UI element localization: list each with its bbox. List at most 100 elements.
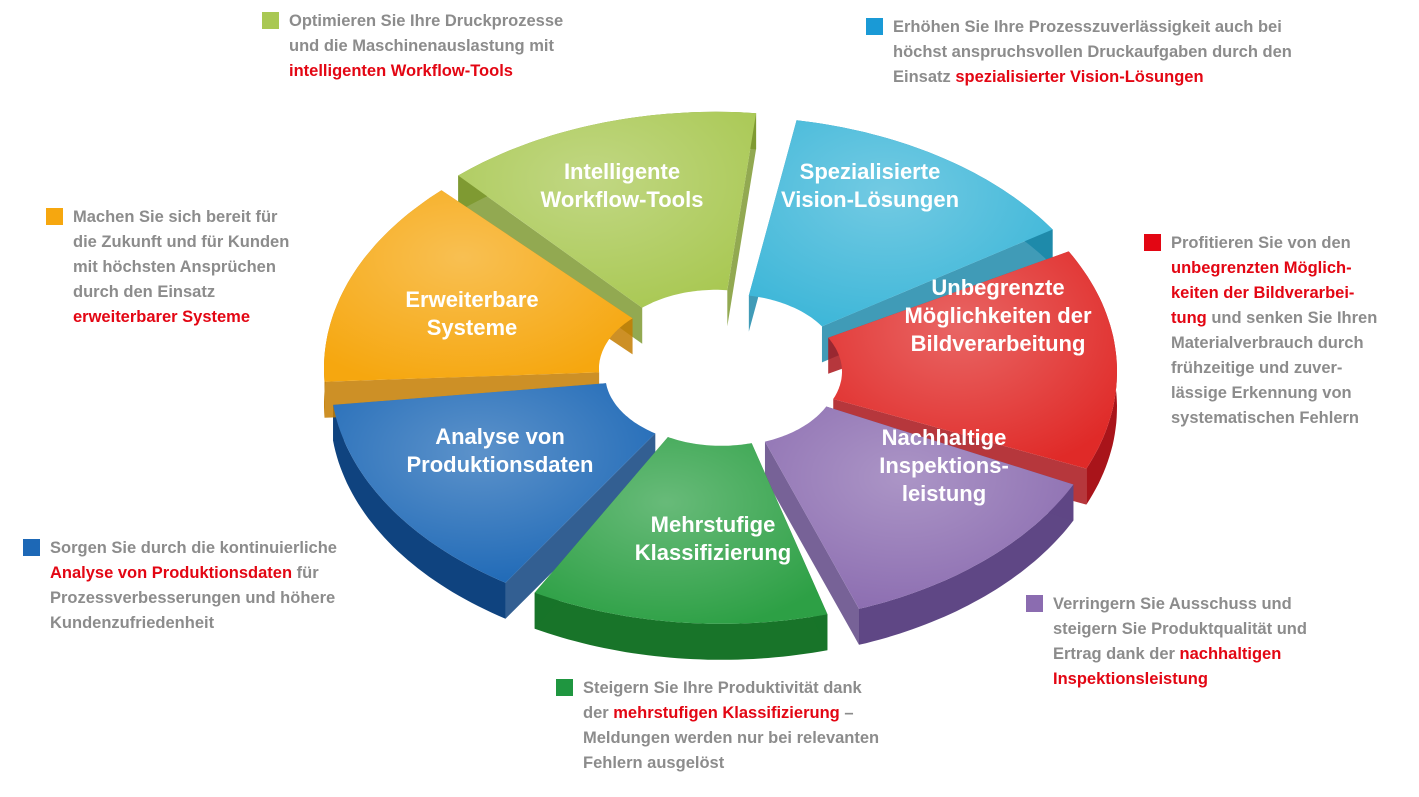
callout-text: frühzeitige und zuver-	[1171, 359, 1343, 377]
callout-line: erweiterbarer Systeme	[46, 305, 289, 330]
color-square-bildverarbeitung	[1144, 234, 1161, 251]
callout-text: Verringern Sie Ausschuss und	[1053, 595, 1292, 613]
callout-line: Profitieren Sie von den	[1144, 231, 1377, 256]
segment-face-analyse-0	[505, 433, 656, 619]
callout-line: lässige Erkennung von	[1144, 381, 1377, 406]
callout-line: Analyse von Produktionsdaten für	[23, 561, 337, 586]
callout-text: Meldungen werden nur bei relevanten	[583, 729, 880, 747]
callout-text: Sorgen Sie durch die kontinuierliche	[50, 539, 337, 557]
callout-line: keiten der Bildverarbei-	[1144, 281, 1377, 306]
segment-label-line: leistung	[902, 481, 986, 506]
callout-highlight: spezialisierter Vision-Lösungen	[955, 68, 1204, 86]
callout-line: der mehrstufigen Klassifizierung –	[556, 701, 879, 726]
segment-gloss-inspektion	[765, 406, 1074, 609]
callout-workflow: Optimieren Sie Ihre Druckprozesse und die…	[262, 9, 563, 84]
callout-text: –	[839, 704, 854, 722]
callout-text: für	[292, 564, 319, 582]
callout-text: Ertrag dank der	[1053, 645, 1180, 663]
segment-label-line: Bildverarbeitung	[911, 331, 1086, 356]
color-square-systeme	[46, 208, 63, 225]
callout-text: mit höchsten Ansprüchen	[73, 258, 276, 276]
segment-gloss-vision	[748, 120, 1053, 327]
callout-text: die Zukunft und für Kunden	[73, 233, 290, 251]
callout-text: Steigern Sie Ihre Produktivität dank	[583, 679, 862, 697]
callout-text: Materialverbrauch durch	[1171, 334, 1364, 352]
callout-klassifizierung: Steigern Sie Ihre Produktivität dank der …	[556, 676, 879, 776]
callout-line: tung und senken Sie Ihren	[1144, 306, 1377, 331]
callout-text: Optimieren Sie Ihre Druckprozesse	[289, 12, 564, 30]
callout-highlight: nachhaltigen	[1179, 645, 1282, 663]
callout-line: durch den Einsatz	[46, 280, 289, 305]
callout-line: systematischen Fehlern	[1144, 406, 1377, 431]
callout-highlight: Analyse von Produktionsdaten	[50, 564, 293, 582]
callout-line: frühzeitige und zuver-	[1144, 356, 1377, 381]
callout-line: Materialverbrauch durch	[1144, 331, 1377, 356]
callout-line: Optimieren Sie Ihre Druckprozesse	[262, 9, 563, 34]
segment-side-analyse	[333, 404, 506, 619]
segment-label-line: Analyse von	[435, 424, 565, 449]
segment-label-line: Workflow-Tools	[541, 187, 704, 212]
segment-label-line: Intelligente	[564, 159, 680, 184]
callout-text: Prozessverbesserungen und höhere	[50, 589, 336, 607]
callout-bildverarbeitung: Profitieren Sie von den unbegrenzten Mögl…	[1144, 231, 1377, 431]
callout-text: Kundenzufriedenheit	[50, 614, 215, 632]
callout-line: intelligenten Workflow-Tools	[262, 59, 563, 84]
segment-label-line: Vision-Lösungen	[781, 187, 959, 212]
callout-line: Sorgen Sie durch die kontinuierliche	[23, 536, 337, 561]
callout-inspektion: Verringern Sie Ausschuss und steigern Sie…	[1026, 592, 1307, 692]
callout-line: Meldungen werden nur bei relevanten	[556, 726, 879, 751]
callout-line: höchst anspruchsvollen Druckaufgaben dur…	[866, 40, 1292, 65]
callout-text: Profitieren Sie von den	[1171, 234, 1351, 252]
callout-text: Machen Sie sich bereit für	[73, 208, 278, 226]
callout-line: Verringern Sie Ausschuss und	[1026, 592, 1307, 617]
color-square-vision	[866, 18, 883, 35]
callout-text: der	[583, 704, 614, 722]
color-square-workflow	[262, 12, 279, 29]
callout-text: und die Maschinenauslastung mit	[289, 37, 554, 55]
callout-line: unbegrenzten Möglich-	[1144, 256, 1377, 281]
segment-face-workflow-1	[727, 113, 757, 327]
segment-label-line: Nachhaltige	[882, 425, 1007, 450]
segment-label-line: Möglichkeiten der	[904, 303, 1091, 328]
callout-text: höchst anspruchsvollen Druckaufgaben dur…	[893, 43, 1292, 61]
callout-line: die Zukunft und für Kunden	[46, 230, 289, 255]
callout-text: durch den Einsatz	[73, 283, 216, 301]
callout-text: lässige Erkennung von	[1171, 384, 1352, 402]
callout-line: Steigern Sie Ihre Produktivität dank	[556, 676, 879, 701]
callout-line: Ertrag dank der nachhaltigen	[1026, 642, 1307, 667]
segment-gloss-bildverarbeitung	[828, 251, 1117, 469]
segment-gloss-klassifizierung	[534, 437, 828, 624]
callout-highlight: tung	[1171, 309, 1207, 327]
callout-highlight: Inspektionsleistung	[1053, 670, 1208, 688]
callout-text: steigern Sie Produktqualität und	[1053, 620, 1307, 638]
segment-label-line: Erweiterbare	[405, 287, 538, 312]
callout-highlight: unbegrenzten Möglich-	[1171, 259, 1352, 277]
callout-line: Erhöhen Sie Ihre Prozesszuverlässigkeit …	[866, 15, 1292, 40]
segment-label-line: Spezialisierte	[800, 159, 941, 184]
color-square-inspektion	[1026, 595, 1043, 612]
callout-text: systematischen Fehlern	[1171, 409, 1359, 427]
callout-line: Machen Sie sich bereit für	[46, 205, 289, 230]
segment-gloss-analyse	[333, 383, 656, 583]
callout-text: und senken Sie Ihren	[1206, 309, 1378, 327]
segment-gloss-workflow	[458, 111, 757, 308]
callout-highlight: mehrstufigen Klassifizierung	[613, 704, 840, 722]
segment-label-line: Systeme	[427, 315, 518, 340]
callout-line: Einsatz spezialisierter Vision-Lösungen	[866, 65, 1292, 90]
callout-highlight: keiten der Bildverarbei-	[1171, 284, 1355, 302]
segment-gloss-systeme	[324, 190, 633, 382]
segment-side-inspektion	[859, 484, 1074, 645]
segment-label-line: Produktionsdaten	[406, 452, 593, 477]
callout-line: Prozessverbesserungen und höhere	[23, 586, 337, 611]
callout-text: Erhöhen Sie Ihre Prozesszuverlässigkeit …	[893, 18, 1282, 36]
segment-side-klassifizierung	[534, 592, 828, 660]
callout-vision: Erhöhen Sie Ihre Prozesszuverlässigkeit …	[866, 15, 1292, 90]
segment-label-line: Mehrstufige	[651, 512, 776, 537]
